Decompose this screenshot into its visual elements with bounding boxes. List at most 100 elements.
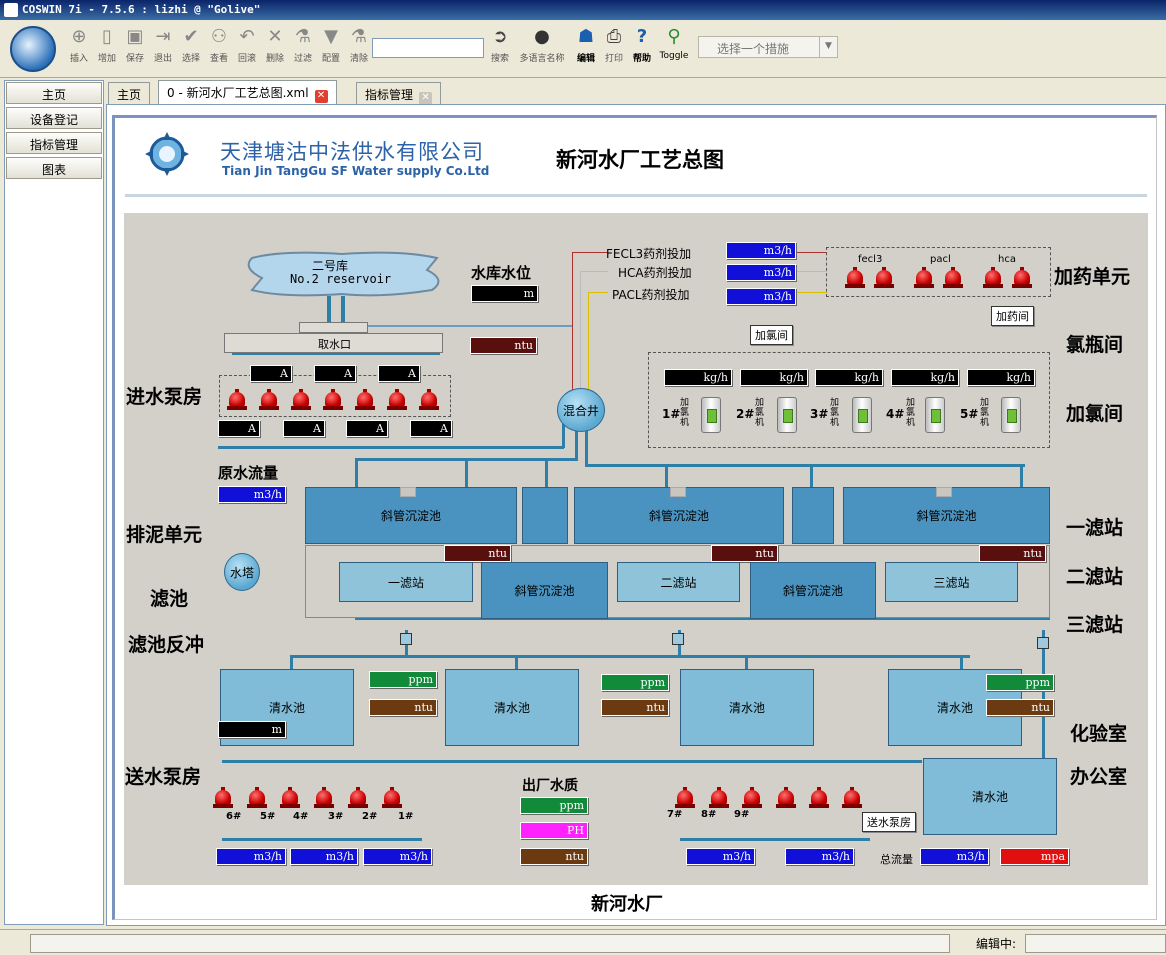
chlorine-room-button[interactable]: 加氯间 (750, 325, 793, 345)
intake-pump-icon[interactable] (387, 389, 407, 411)
mixing-well[interactable]: 混合井 (557, 388, 605, 432)
water-tower[interactable]: 水塔 (224, 553, 260, 591)
sidebar-item-indicators[interactable]: 指标管理 (6, 132, 102, 154)
send-pump-icon[interactable] (247, 787, 267, 809)
filter-station-2[interactable]: 二滤站 (617, 562, 740, 602)
reservoir-name: 二号库 (312, 259, 349, 273)
app-logo-icon[interactable] (10, 26, 56, 72)
send-flow-value: m3/h (686, 848, 755, 865)
send-pump-icon[interactable] (314, 787, 334, 809)
chlorinator-icon[interactable] (1001, 397, 1021, 433)
clear-water-tank[interactable]: 清水池 (445, 669, 579, 746)
dosing-pump-icon[interactable] (943, 267, 963, 289)
total-flow-label: 总流量 (880, 853, 913, 866)
intake-pump-icon[interactable] (291, 389, 311, 411)
dosing-pump-icon[interactable] (845, 267, 865, 289)
select-button[interactable]: ✔选择 (177, 24, 205, 65)
intake-pump-icon[interactable] (355, 389, 375, 411)
tab-indicator-mgmt[interactable]: 指标管理✕ (356, 82, 442, 105)
hca-flow-value: m3/h (726, 264, 796, 281)
help-button[interactable]: ?帮助 (628, 24, 656, 65)
label-filter-station-1: 一滤站 (1066, 517, 1124, 539)
toggle-button[interactable]: ⚲Toggle (659, 25, 689, 62)
label-send-pump-room: 送水泵房 (125, 766, 202, 788)
intake-pump-icon[interactable] (259, 389, 279, 411)
chlorinator-id: 1# (662, 407, 681, 421)
view-button[interactable]: ⚇查看 (205, 24, 233, 65)
save-button[interactable]: ▣保存 (121, 24, 149, 65)
close-tab-icon[interactable]: ✕ (419, 92, 433, 105)
send-pump-icon[interactable] (213, 787, 233, 809)
out-ph: PH (520, 822, 588, 839)
fecl3-dosing-label: FECL3药剂投加 (606, 247, 692, 261)
sedimentation-tank[interactable]: 斜管沉淀池 (750, 562, 876, 619)
label-sludge-unit: 排泥单元 (126, 524, 203, 546)
exit-icon: ⇥ (155, 25, 171, 47)
send-pump-room-button[interactable]: 送水泵房 (862, 812, 916, 832)
clear-water-tank[interactable]: 清水池 (220, 669, 354, 746)
clear-water-tank[interactable]: 清水池 (680, 669, 814, 746)
chevron-down-icon[interactable]: ▼ (819, 37, 837, 57)
tab-process-diagram[interactable]: 0 - 新河水厂工艺总图.xml✕ (158, 80, 337, 104)
clear-button[interactable]: ⚗清除 (345, 24, 373, 65)
printer-icon: ⎙ (606, 25, 622, 47)
chlorinator-id: 5# (960, 407, 979, 421)
chlorinator-icon[interactable] (777, 397, 797, 433)
dosing-pump-icon[interactable] (1012, 267, 1032, 289)
filter-station-1[interactable]: 一滤站 (339, 562, 473, 602)
tab-home[interactable]: 主页 (108, 82, 151, 104)
new-document-icon: ▯ (102, 25, 112, 47)
intake-pump-icon[interactable] (227, 389, 247, 411)
pump-id: 2# (362, 811, 378, 822)
filter-button[interactable]: ⚗过滤 (289, 24, 317, 65)
chlorinator-icon[interactable] (701, 397, 721, 433)
exit-button[interactable]: ⇥退出 (149, 24, 177, 65)
connector-channel (522, 487, 568, 544)
toolbar-search-input[interactable] (372, 38, 484, 58)
clear-water-tank[interactable]: 清水池 (923, 758, 1057, 835)
sidebar-item-charts[interactable]: 图表 (6, 157, 102, 179)
multilang-button[interactable]: ●多语言名称 (519, 25, 565, 65)
editor-label: 编辑中: (976, 937, 1017, 951)
sedimentation-tank[interactable]: 斜管沉淀池 (481, 562, 608, 619)
dosing-pump-icon[interactable] (914, 267, 934, 289)
chlorinator-icon[interactable] (925, 397, 945, 433)
chlorinator-icon[interactable] (852, 397, 872, 433)
rollback-button[interactable]: ↶回滚 (233, 24, 261, 65)
label-chlorination-room: 加氯间 (1066, 403, 1124, 425)
measure-select[interactable]: 选择一个措施▼ (698, 36, 838, 58)
send-pump-icon[interactable] (842, 787, 862, 809)
send-pump-icon[interactable] (348, 787, 368, 809)
send-pump-icon[interactable] (742, 787, 762, 809)
send-pump-icon[interactable] (675, 787, 695, 809)
config-button[interactable]: ▼配置 (317, 24, 345, 65)
intake-pump-icon[interactable] (323, 389, 343, 411)
send-pump-icon[interactable] (280, 787, 300, 809)
dosing-pump-icon[interactable] (874, 267, 894, 289)
insert-button[interactable]: ⊕插入 (65, 24, 93, 65)
intake-ntu: ntu (470, 337, 537, 354)
reservoir-cloud-icon[interactable] (242, 250, 447, 298)
search-button[interactable]: ➲搜索 (486, 24, 514, 65)
delete-button[interactable]: ✕删除 (261, 24, 289, 65)
undo-icon: ↶ (239, 25, 255, 47)
chlorinator-rate: kg/h (967, 369, 1035, 386)
dosing-pump-icon[interactable] (983, 267, 1003, 289)
intake-pump-icon[interactable] (419, 389, 439, 411)
print-button[interactable]: ⎙打印 (600, 24, 628, 65)
send-pump-icon[interactable] (709, 787, 729, 809)
water-level-value: m (471, 285, 538, 302)
chlorinator-label: 加氯机 (830, 398, 840, 428)
dosing-room-button[interactable]: 加药间 (991, 306, 1034, 326)
close-tab-icon[interactable]: ✕ (314, 90, 328, 103)
send-pump-icon[interactable] (776, 787, 796, 809)
label-filter-pool: 滤池 (150, 588, 189, 610)
sidebar-item-equipment[interactable]: 设备登记 (6, 107, 102, 129)
edit-button[interactable]: ☗编辑 (572, 24, 600, 65)
label-lab: 化验室 (1070, 723, 1128, 745)
add-button[interactable]: ▯增加 (93, 24, 121, 65)
filter-station-3[interactable]: 三滤站 (885, 562, 1018, 602)
sidebar-item-home[interactable]: 主页 (6, 82, 102, 104)
send-pump-icon[interactable] (809, 787, 829, 809)
send-pump-icon[interactable] (382, 787, 402, 809)
